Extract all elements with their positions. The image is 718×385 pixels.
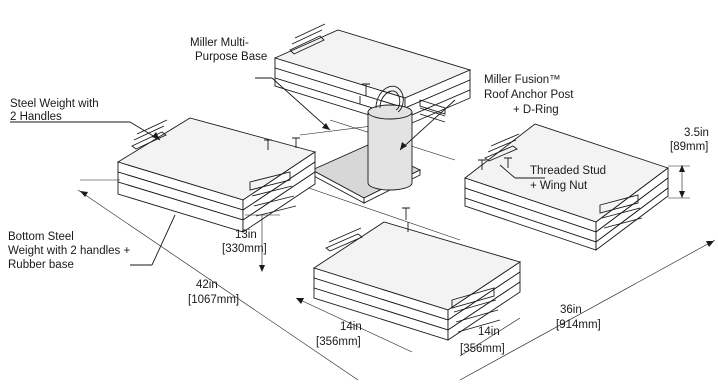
dim-14a-in: 14in [340, 321, 362, 333]
callout-steel-weight-line1: Steel Weight with [10, 98, 99, 110]
callout-stud-line2: + Wing Nut [530, 180, 588, 192]
callout-bottom-weight-line1: Bottom Steel [8, 231, 74, 243]
dim-14a-mm: [356mm] [316, 336, 361, 348]
weight-stack-left [116, 117, 317, 233]
dim-42-in: 42in [196, 279, 218, 291]
callout-steel-weight-line2: 2 Handles [10, 111, 62, 123]
callout-post-line2: Roof Anchor Post [484, 89, 574, 101]
callout-bottom-weight-line3: Rubber base [8, 259, 74, 271]
dimension-lines [77, 165, 716, 381]
callout-bottom-weight-line2: Weight with 2 handles + [8, 245, 130, 257]
dim-36-mm: [914mm] [556, 319, 601, 331]
dim-13-mm: [330mm] [222, 243, 267, 255]
callout-post-line1: Miller Fusion™ [484, 74, 561, 86]
dim-14b-mm: [356mm] [460, 343, 505, 355]
callout-stud-line1: Threaded Stud [530, 165, 606, 177]
dim-13-in: 13in [235, 229, 257, 241]
dim-35-mm: [89mm] [670, 141, 708, 153]
dim-35-in: 3.5in [684, 127, 709, 139]
callout-base-line2: Purpose Base [195, 51, 267, 63]
roof-anchor-post [359, 83, 413, 191]
dim-42-mm: [1067mm] [188, 294, 239, 306]
callout-base-line1: Miller Multi- [190, 37, 249, 49]
dim-14b-in: 14in [478, 326, 500, 338]
weight-stack-right [464, 123, 669, 251]
dim-36-in: 36in [560, 304, 582, 316]
weight-stack-front [312, 207, 522, 341]
callout-post-line3: + D-Ring [513, 104, 559, 116]
leader-lines [10, 77, 545, 266]
